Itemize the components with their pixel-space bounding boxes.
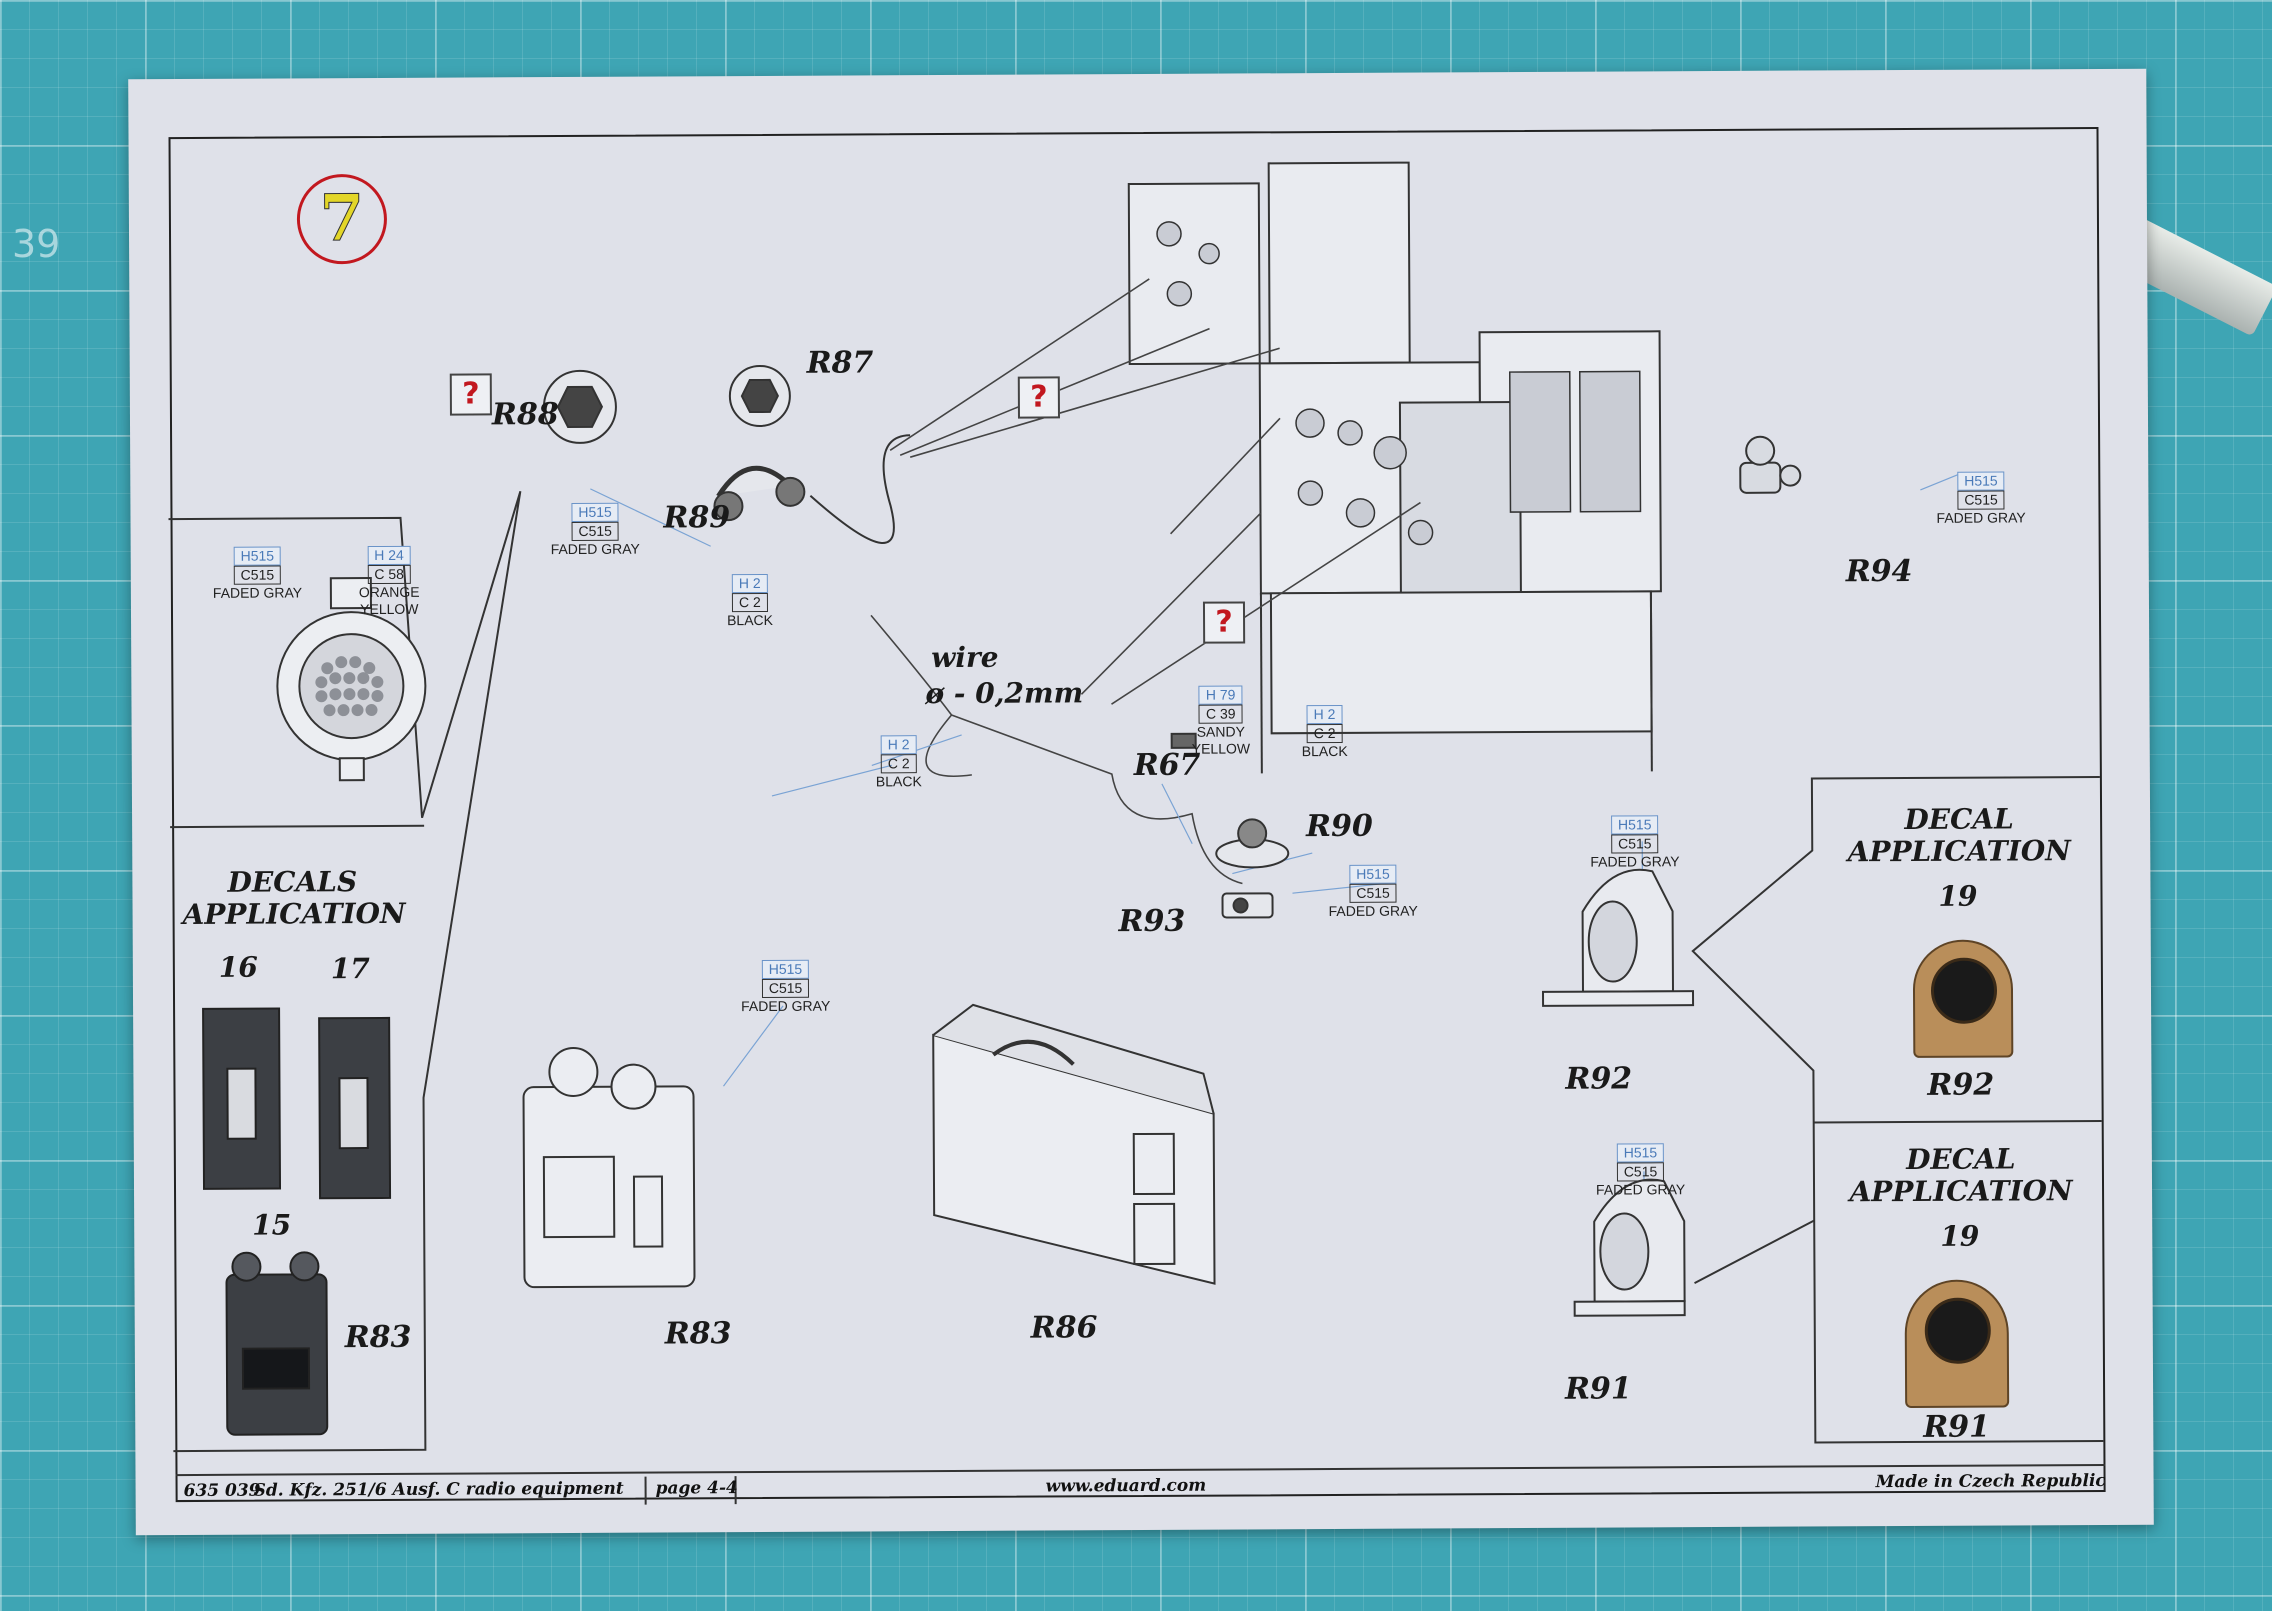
part-label-r94: R94 [1845,553,1913,590]
r94-part [1739,435,1802,494]
wire-label: wire [931,640,999,675]
part-label-r89: R89 [663,500,731,536]
clock-face-icon [1924,1297,1991,1364]
headphone-grille-detail [276,577,427,782]
part-label-r83-decal: R83 [344,1319,412,1356]
decal-number-15: 15 [252,1208,292,1242]
mat-ruler-number: 39 [12,222,61,266]
footer-kit-title: Sd. Kfz. 251/6 Ausf. C radio equipment [253,1478,624,1501]
wire-size: ø - 0,2mm [925,676,1084,711]
question-mark-badge: ? [1017,376,1060,419]
part-label-r83: R83 [664,1316,732,1352]
part-label-r90: R90 [1306,808,1373,845]
footer-site: www.eduard.com [1045,1475,1207,1497]
decal-number-17: 17 [330,952,370,986]
r83-box [522,1046,696,1289]
detail-panel-outline [168,490,522,1453]
part-label-r87: R87 [806,345,874,381]
decal-16-17-15 [202,1007,392,1436]
question-mark-badge: ? [449,373,492,416]
question-mark-badge: ? [1202,601,1246,644]
step-number-badge: 7 [296,173,388,265]
clock-decal-r92 [1912,939,2014,1058]
decal-r91-number: 19 [1940,1219,1980,1253]
clock-decal-r91 [1904,1279,2010,1409]
microphone-and-key [1170,732,1290,919]
part-label-r86: R86 [1030,1310,1098,1346]
radio-rack [1127,161,1662,774]
pointer-lines [870,278,1421,885]
r86-box [932,1003,1216,1285]
instruction-sheet: 7 ? ? ? R88 R87 R89 R94 R67 R90 R93 R92 … [128,68,2154,1536]
footer-kit-code: 635 039 [183,1480,261,1502]
footer-origin: Made in Czech Republic [1875,1470,2106,1493]
r91-holder [1573,1178,1686,1317]
decal-r92-number: 19 [1938,879,1978,913]
part-label-r88: R88 [491,397,559,433]
decal-panel-outline [1691,775,2104,1444]
part-label-r91: R91 [1564,1371,1632,1407]
part-label-r93: R93 [1118,903,1186,940]
headphones-parts [542,364,911,544]
assembly-drawing [168,161,2106,1505]
clock-face-icon [1930,957,1998,1024]
part-label-r92: R92 [1565,1061,1633,1097]
r92-holder [1541,868,1695,1007]
decal-label-r91: R91 [1923,1409,1991,1445]
decal-label-r92: R92 [1927,1067,1995,1103]
footer-page: page 4-4 [655,1478,738,1499]
part-label-r67: R67 [1133,747,1201,784]
decal-number-16: 16 [218,950,258,984]
